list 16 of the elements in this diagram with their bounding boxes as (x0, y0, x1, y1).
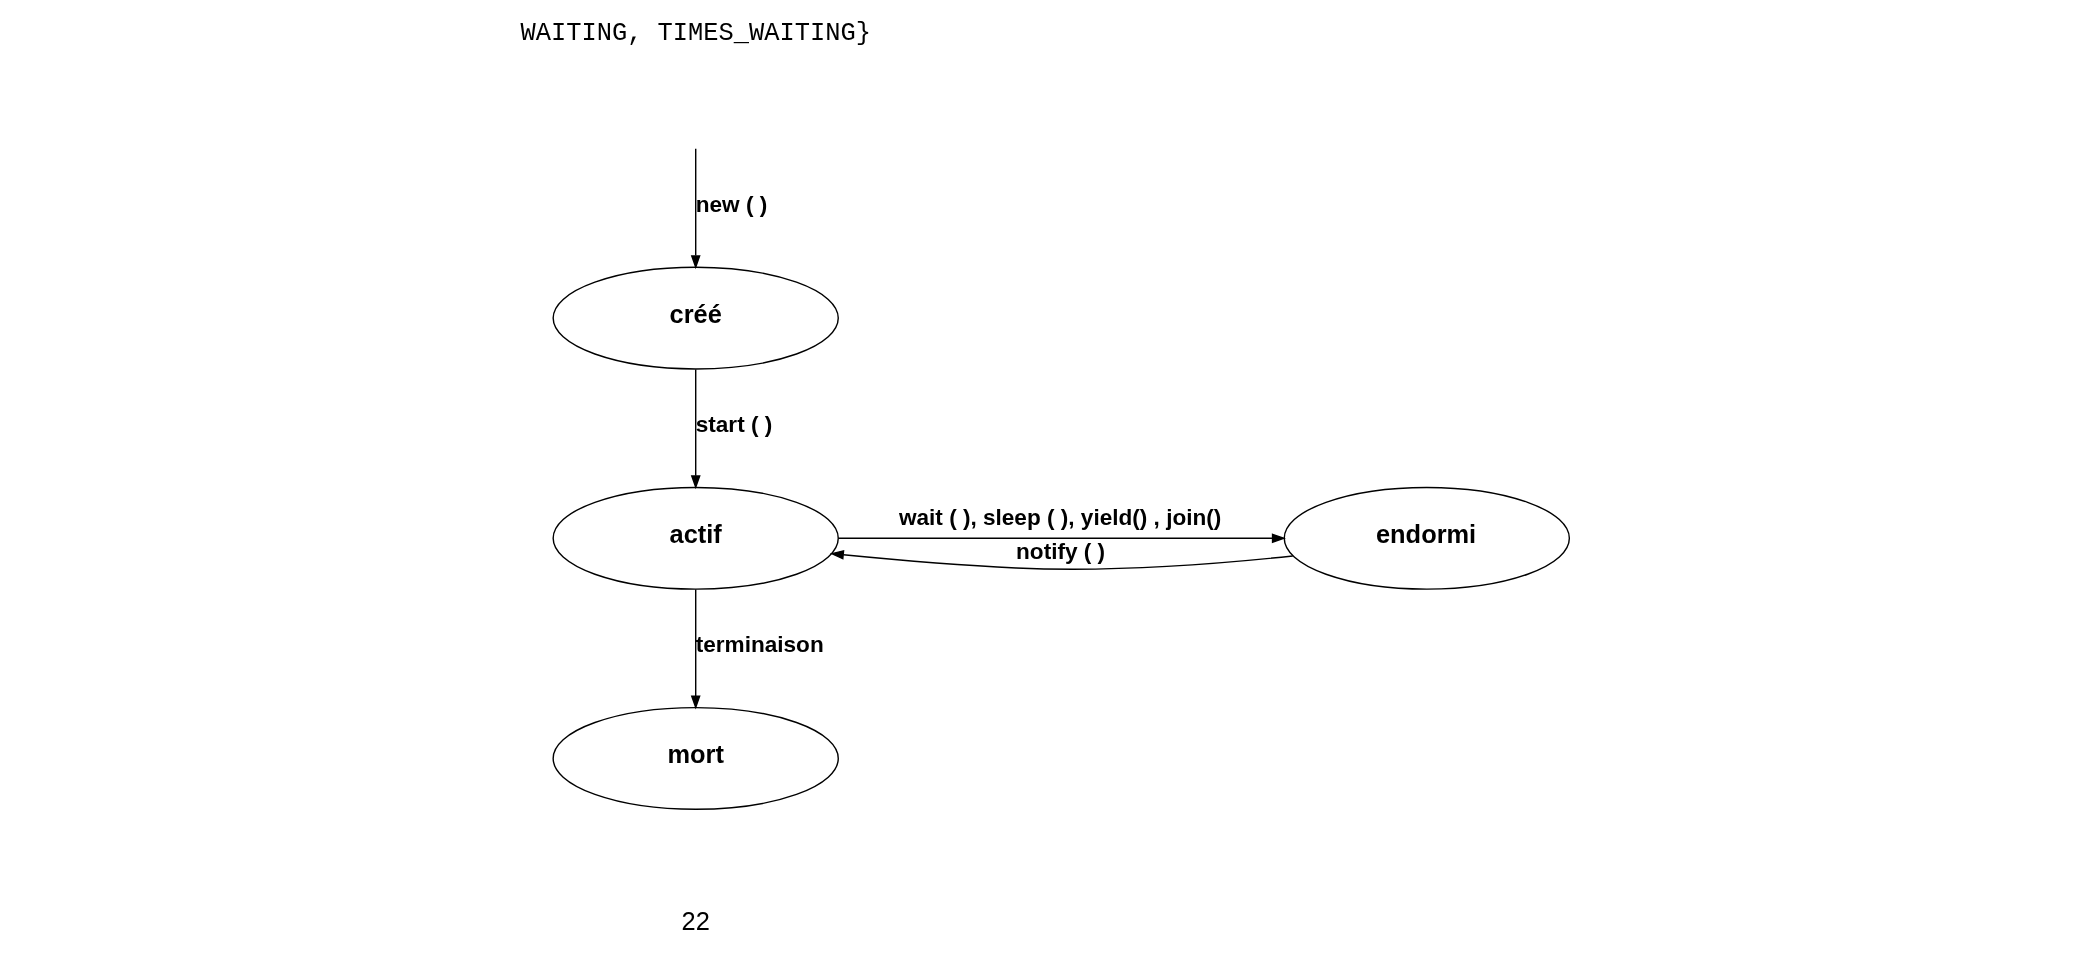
arrow (837, 533, 1286, 544)
edge-label: wait ( ), sleep ( ), yield() , join() (898, 505, 1222, 531)
label: 22 (681, 906, 710, 935)
arrow (829, 549, 1294, 570)
arrow (690, 148, 701, 270)
node-ellipse: endormi (1283, 486, 1571, 590)
node-ellipse: créé (552, 266, 839, 370)
edge-label: start ( ) (695, 412, 773, 438)
arrow (690, 368, 701, 490)
arrow (690, 588, 701, 710)
label: WAITING, TIMES_WAITING} (520, 18, 871, 48)
edge-label: notify ( ) (1016, 539, 1106, 565)
node-ellipse: actif (552, 486, 839, 590)
edge-label: terminaison (695, 632, 824, 658)
node-ellipse: mort (552, 706, 839, 810)
edge-label: new ( ) (695, 191, 768, 217)
